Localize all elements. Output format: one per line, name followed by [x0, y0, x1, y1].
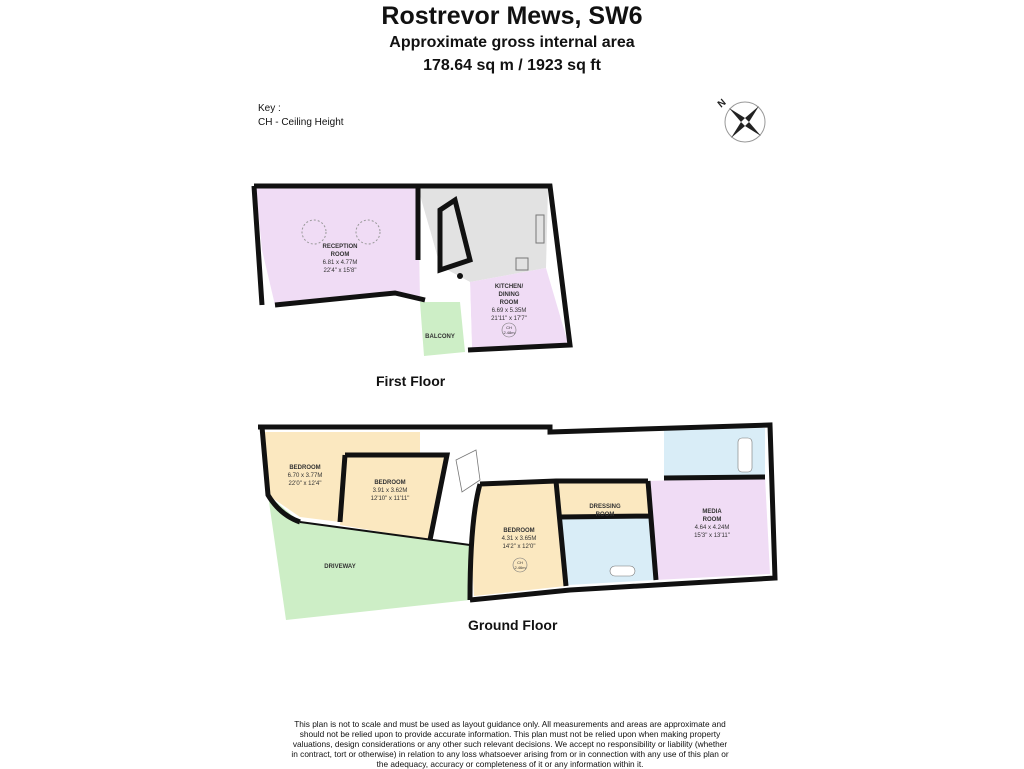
room-label: DRIVEWAY: [324, 564, 355, 570]
room-kitchen-dining: [470, 268, 568, 348]
room-label: 6.70 x 3.77M: [288, 473, 323, 479]
room-label: 21'11" x 17'7": [491, 316, 527, 322]
room-reception: [256, 188, 420, 305]
first-floor-plan: RECEPTION ROOM 6.81 x 4.77M 22'4" x 15'8…: [251, 183, 573, 356]
room-label: 22'4" x 15'8": [324, 268, 357, 274]
room-dressing: [556, 481, 649, 517]
room-label: BEDROOM: [289, 465, 320, 471]
room-label: CH: [506, 325, 512, 330]
room-label: ROOM: [703, 517, 722, 523]
room-label: 2.48m: [503, 330, 515, 335]
key-heading: Key :: [258, 103, 281, 114]
room-balcony: [420, 302, 465, 356]
room-label: DINING: [499, 292, 520, 298]
room-label: 4.31 x 3.65M: [502, 536, 537, 542]
room-label: 6.81 x 4.77M: [323, 260, 358, 266]
ground-floor-label: Ground Floor: [468, 617, 558, 633]
room-bedroom-2: [340, 455, 447, 540]
room-label: 4.64 x 4.24M: [695, 525, 730, 531]
room-driveway: [268, 495, 470, 620]
room-label: BALCONY: [425, 334, 455, 340]
room-label: 3.91 x 3.62M: [373, 488, 408, 494]
key-entry: CH - Ceiling Height: [258, 117, 344, 128]
subtitle: Approximate gross internal area: [389, 34, 635, 51]
room-label: ROOM: [331, 252, 350, 258]
room-label: MEDIA: [702, 509, 722, 515]
room-label: KITCHEN/: [495, 284, 524, 290]
room-label: ROOM: [500, 300, 519, 306]
compass-rose-icon: N: [716, 97, 766, 143]
room-hall: [425, 230, 472, 348]
room-label: 14'2" x 12'0": [503, 544, 536, 550]
first-floor-label: First Floor: [376, 373, 446, 389]
room-label: 6.69 x 5.35M: [492, 308, 527, 314]
compass-north-label: N: [716, 97, 729, 110]
total-area: 178.64 sq m / 1923 sq ft: [423, 57, 601, 74]
room-label: 2.46m: [514, 565, 526, 570]
room-label: BEDROOM: [503, 528, 534, 534]
room-label: BEDROOM: [374, 480, 405, 486]
room-label: 22'0" x 12'4": [289, 481, 322, 487]
page-title: Rostrevor Mews, SW6: [381, 2, 643, 30]
room-bathroom: [560, 516, 655, 585]
room-label: DRESSING: [589, 504, 621, 510]
room-label: CH: [517, 560, 523, 565]
ground-floor-plan: BEDROOM 6.70 x 3.77M 22'0" x 12'4" BEDRO…: [258, 422, 778, 620]
room-bedroom-3: [470, 481, 566, 596]
room-label: RECEPTION: [322, 244, 357, 250]
room-label: 15'3" x 13'11": [694, 533, 730, 539]
room-label: ROOM: [596, 512, 615, 518]
room-media: [648, 477, 770, 580]
room-label: 12'10" x 11'11": [371, 496, 410, 502]
disclaimer: This plan is not to scale and must be us…: [291, 719, 729, 769]
